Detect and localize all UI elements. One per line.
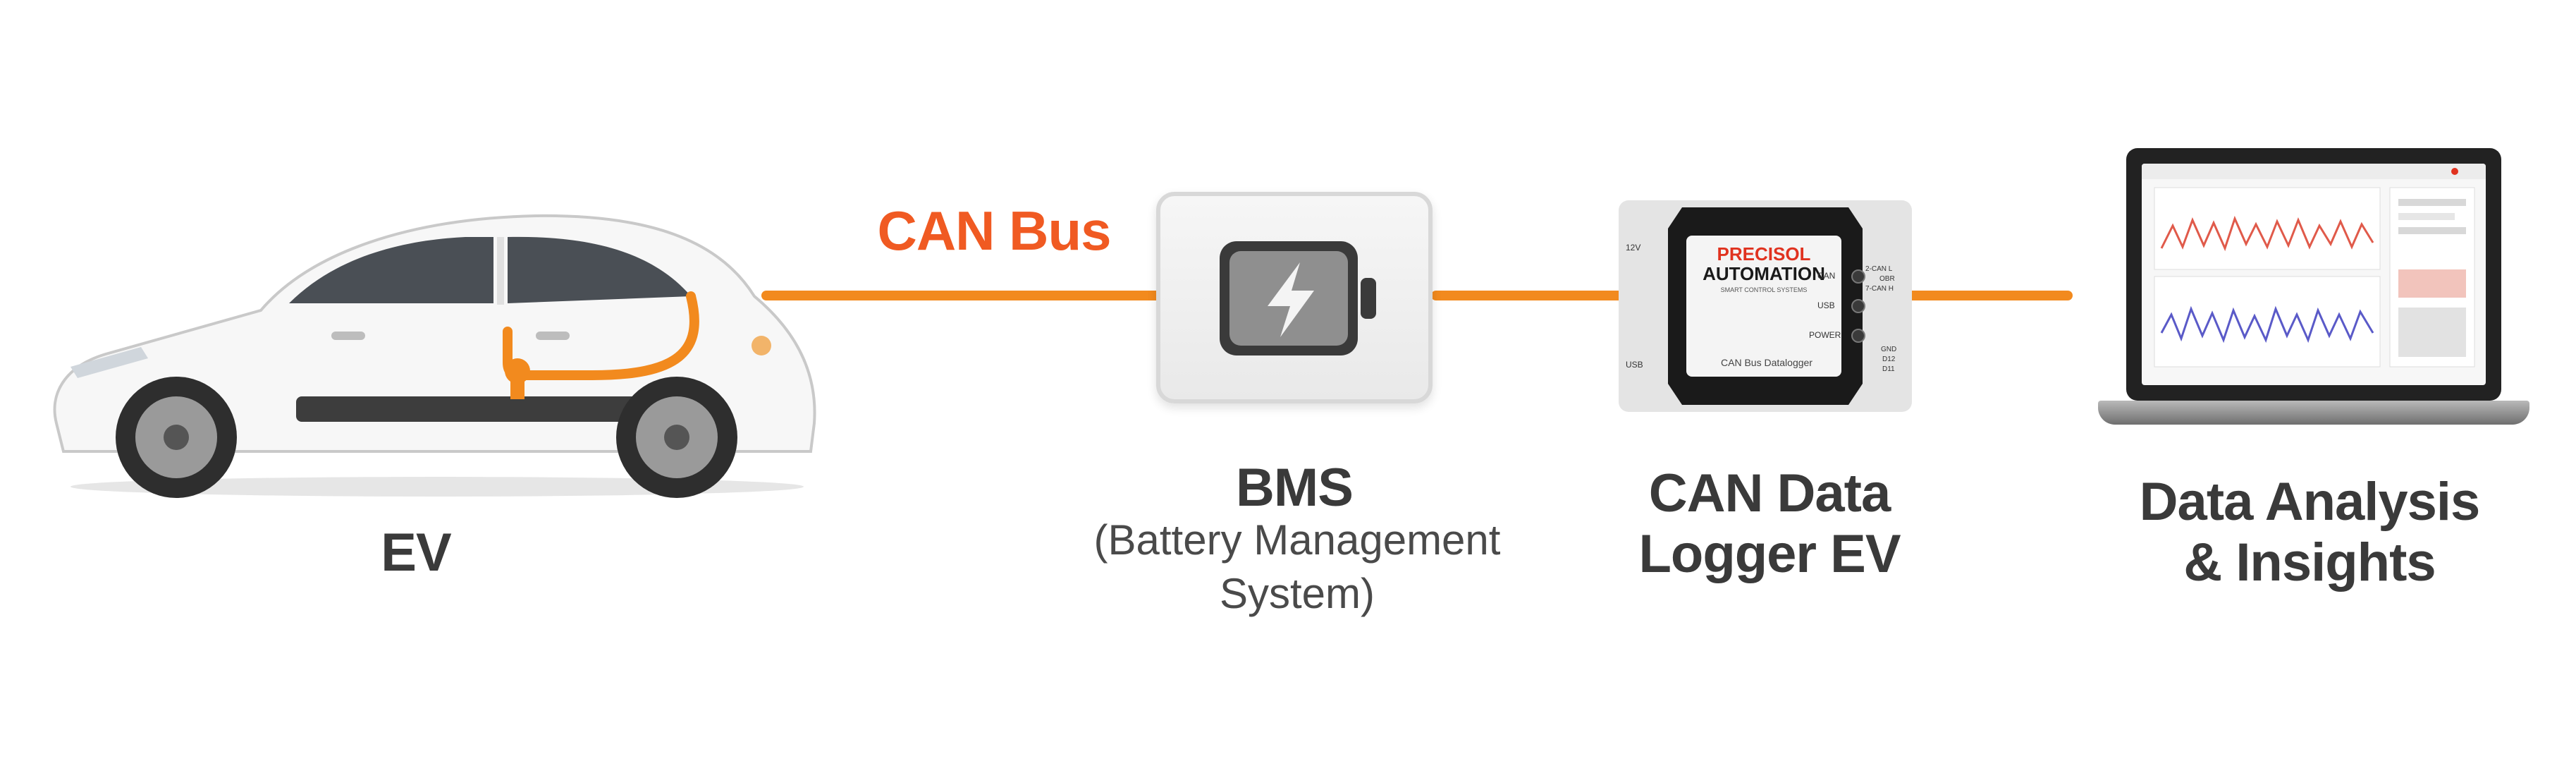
dashboard-screen [2142, 164, 2486, 385]
dashboard-charts [2142, 164, 2486, 367]
can-bus-line-ev-bms [761, 291, 1163, 300]
can-bus-line-bms-logger [1431, 291, 1629, 300]
ev-caption: EV [381, 523, 451, 583]
port-label-obr: OBR [1879, 275, 1895, 283]
bms-subcaption-line2: System) [1219, 570, 1375, 617]
logger-brand-line2: AUTOMATION [1703, 263, 1825, 284]
port-label-power: POWER [1809, 330, 1841, 340]
battery-charging-icon [1220, 241, 1376, 355]
logger-brand-line1: PRECISOL [1717, 243, 1811, 265]
port-label-usb-left: USB [1626, 360, 1643, 370]
logger-brand: PRECISOL AUTOMATION [1693, 244, 1834, 284]
port-label-d11: D11 [1882, 365, 1895, 373]
port-connector-usb [1851, 299, 1865, 313]
laptop-dashboard-icon [2126, 148, 2501, 401]
can-bus-line-logger-laptop [1903, 291, 2073, 300]
dashboard-blue-signal-line [2160, 305, 2374, 344]
logger-tagline: SMART CONTROL SYSTEMS [1720, 286, 1808, 293]
logger-caption-line1: CAN Data [1648, 463, 1891, 523]
bms-device [1156, 192, 1433, 403]
port-label-gnd: GND [1881, 346, 1897, 353]
bms-caption: BMS [1236, 458, 1354, 518]
logger-caption-line2: Logger EV [1638, 524, 1901, 584]
car-icon [53, 214, 816, 498]
can-bus-label: CAN Bus [877, 200, 1111, 262]
laptop-base [2098, 401, 2529, 425]
port-label-can-l: 2-CAN L [1865, 265, 1893, 273]
logger-model-label: CAN Bus Datalogger [1721, 357, 1813, 368]
analysis-caption-line1: Data Analysis [2139, 472, 2481, 532]
port-label-can: CAN [1817, 271, 1836, 281]
port-label-usb: USB [1817, 300, 1835, 310]
port-label-can-h: 7-CAN H [1865, 285, 1894, 293]
dashboard-red-signal-line [2160, 215, 2374, 252]
bms-subcaption-line1: (Battery Management [1093, 516, 1501, 564]
port-connector-power [1851, 329, 1865, 343]
port-connector-can [1851, 269, 1865, 284]
port-label-d12: D12 [1882, 355, 1896, 363]
port-label-12v: 12V [1626, 243, 1641, 253]
datalogger-device-icon: PRECISOL AUTOMATION SMART CONTROL SYSTEM… [1619, 200, 1912, 412]
logger-label-face [1686, 236, 1841, 377]
analysis-caption-line2: & Insights [2183, 533, 2436, 592]
